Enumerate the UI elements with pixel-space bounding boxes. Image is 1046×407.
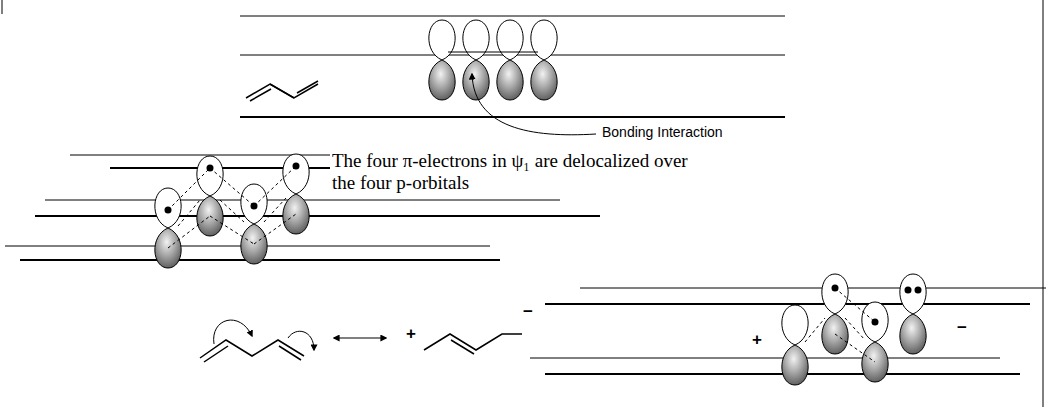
charge-sign: − <box>955 318 969 338</box>
note-text: The four π-electrons in ψ₁ are delocaliz… <box>330 150 706 194</box>
leader-arrow <box>472 74 596 135</box>
charge-sign: − <box>521 302 535 322</box>
charge-sign: + <box>404 324 418 344</box>
resonance-structures <box>200 320 522 362</box>
polarized-orbitals <box>782 274 926 385</box>
charge-sign: + <box>750 330 764 350</box>
callout-label: Bonding Interaction <box>600 124 725 140</box>
p-orbitals <box>240 20 785 100</box>
butadiene-structure <box>246 81 318 101</box>
delocalized-orbitals <box>155 154 309 268</box>
guide-lines <box>240 16 785 117</box>
